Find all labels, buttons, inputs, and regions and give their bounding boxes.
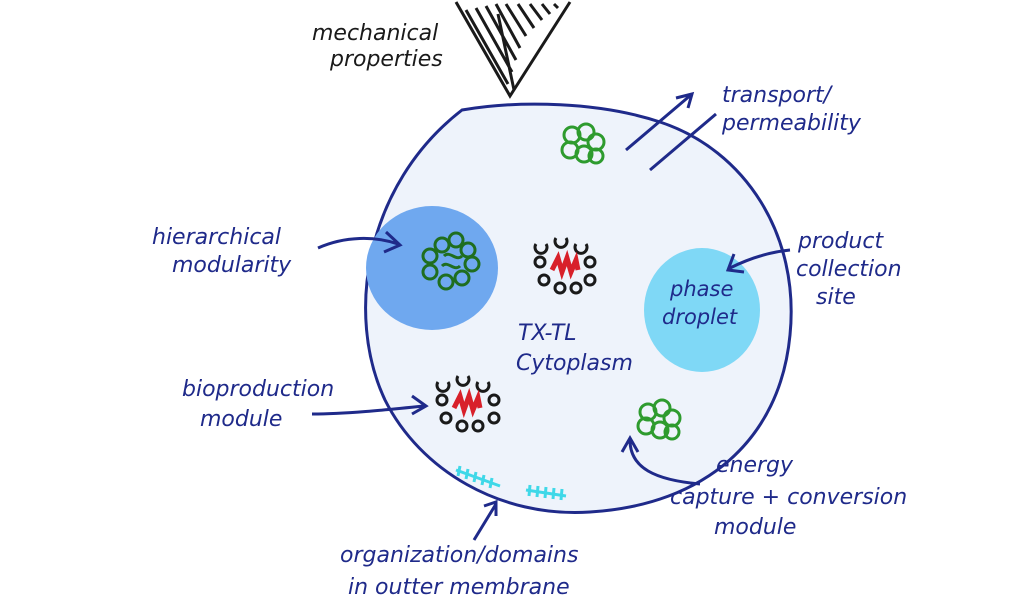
label-energy-capture-conversion-module: energy capture + conversion module xyxy=(670,453,914,540)
dark-green-coil-icon xyxy=(421,231,481,291)
transport-arrows-icon xyxy=(625,91,717,172)
arrow-membrane xyxy=(472,499,498,541)
arrow-hierarchical xyxy=(317,230,403,254)
label-tx-tl-cytoplasm: TX-TL Cytoplasm xyxy=(516,321,633,376)
label-membrane-organization: organization/domains in outter membrane xyxy=(340,543,585,600)
arrow-energy xyxy=(620,434,701,486)
membrane-domain-right xyxy=(525,484,567,501)
green-coil-icon-top xyxy=(560,122,606,165)
red-coil-icon xyxy=(549,249,581,281)
label-mechanical-properties: mechanical properties xyxy=(312,21,445,72)
arrow-bioproduction xyxy=(311,394,429,416)
hierarchical-module xyxy=(366,206,498,330)
label-transport-permeability: transport/ permeability xyxy=(721,83,862,136)
label-product-collection-site: product collection site xyxy=(796,229,909,310)
bioproduction-module-center xyxy=(533,237,597,295)
membrane-domain-left xyxy=(455,465,501,489)
label-bioproduction-module: bioproduction module xyxy=(182,377,341,432)
label-phase-droplet: phase droplet xyxy=(662,277,740,329)
label-hierarchical-modularity: hierarchical modularity xyxy=(152,225,292,278)
arrow-product xyxy=(725,248,791,274)
green-coil-icon-bottom xyxy=(636,398,682,441)
mechanical-probe-icon xyxy=(454,1,572,99)
red-coil-icon xyxy=(451,387,483,419)
bioproduction-module-lower xyxy=(435,375,501,433)
phase-droplet xyxy=(644,248,760,372)
